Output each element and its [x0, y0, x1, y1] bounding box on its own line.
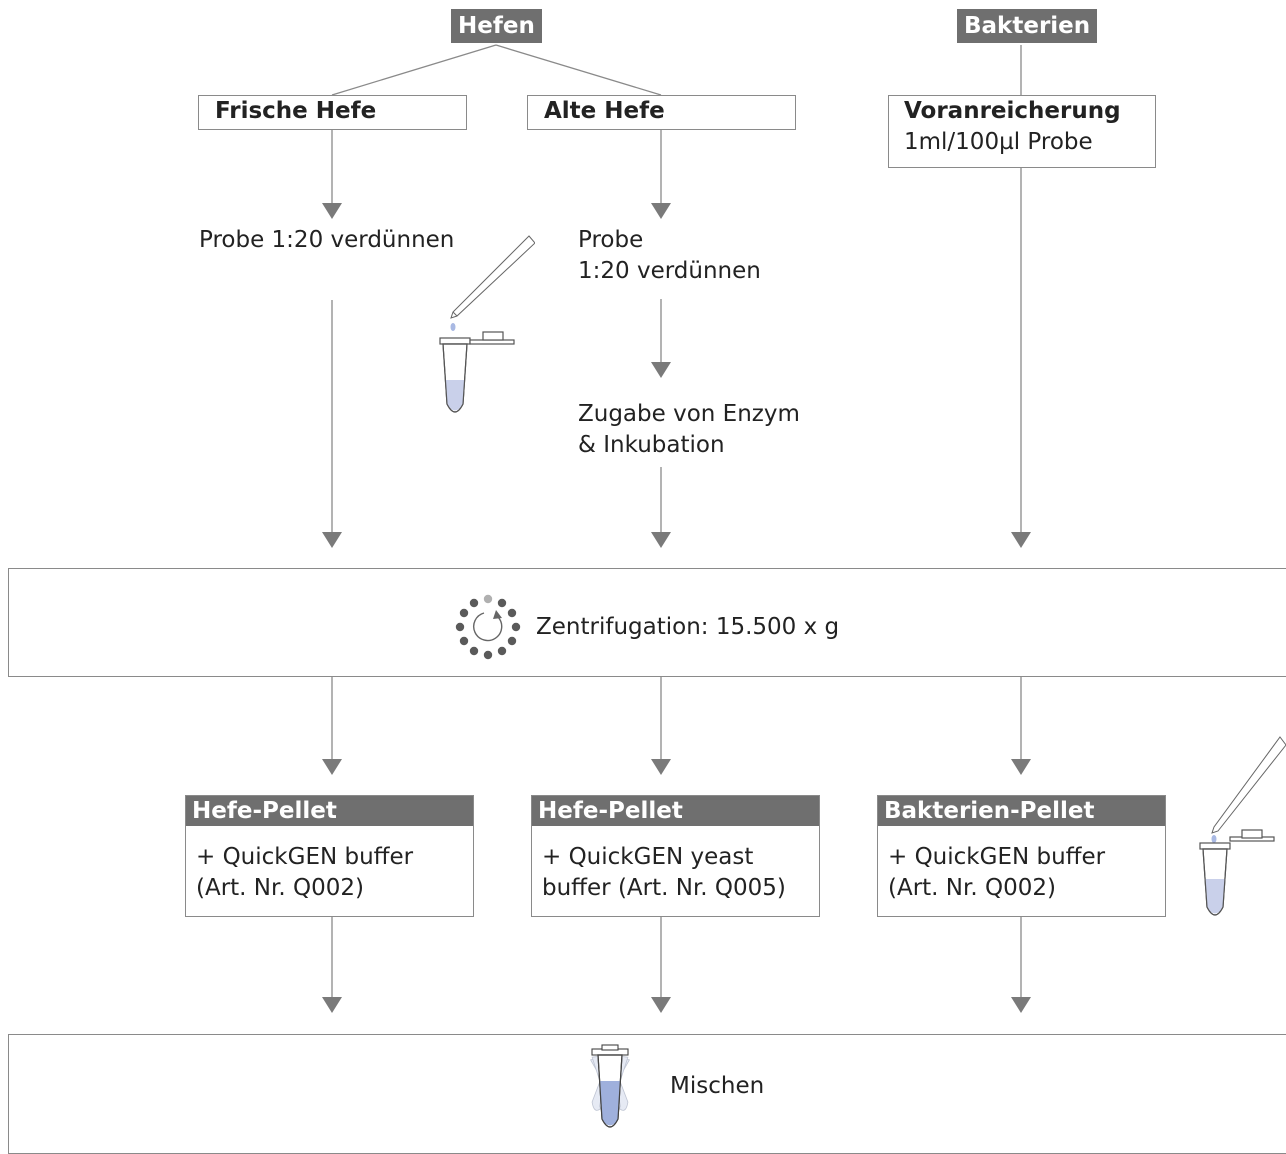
pellet-buffer-line2: buffer (Art. Nr. Q005): [542, 875, 786, 901]
old-yeast-label: Alte Hefe: [544, 98, 665, 124]
bacteria-pellet-box: Bakterien-Pellet + QuickGEN buffer (Art.…: [877, 795, 1166, 917]
pellet-buffer-line2: (Art. Nr. Q002): [888, 875, 1056, 901]
pellet-buffer-line1: + QuickGEN yeast: [542, 844, 754, 870]
arrowhead: [651, 362, 671, 378]
yeast-source-tag: Hefen: [451, 9, 542, 43]
arrowhead: [651, 759, 671, 775]
enzyme-step-line2: & Inkubation: [578, 432, 725, 458]
centrifugation-band: [8, 568, 1286, 677]
arrowhead: [322, 532, 342, 548]
yeast-pellet-box-old: Hefe-Pellet + QuickGEN yeast buffer (Art…: [531, 795, 820, 917]
pellet-title: Hefe-Pellet: [532, 796, 819, 826]
arrowhead: [322, 997, 342, 1013]
arrowhead: [1011, 997, 1031, 1013]
old-dilution-step-line1: Probe: [578, 227, 644, 253]
pipette-tube-icon: [439, 235, 535, 413]
bacteria-source-tag: Bakterien: [957, 9, 1098, 43]
enrichment-detail: 1ml/100µl Probe: [904, 129, 1093, 155]
old-dilution-step-line2: 1:20 verdünnen: [578, 258, 761, 284]
enrichment-title: Voranreicherung: [904, 98, 1121, 124]
fresh-yeast-label: Frische Hefe: [215, 98, 377, 124]
split-line-fresh: [331, 44, 497, 96]
arrowhead: [322, 759, 342, 775]
pellet-buffer-line1: + QuickGEN buffer: [888, 844, 1106, 870]
pellet-title: Hefe-Pellet: [186, 796, 473, 826]
mixing-label: Mischen: [670, 1073, 765, 1099]
enzyme-step-line1: Zugabe von Enzym: [578, 401, 800, 427]
arrowhead: [322, 203, 342, 219]
pipette-tube-right-icon: [1199, 736, 1286, 916]
mixing-band: [8, 1034, 1286, 1154]
arrowhead: [1011, 759, 1031, 775]
fresh-yeast-box: Frische Hefe: [198, 95, 467, 130]
pellet-buffer-line1: + QuickGEN buffer: [196, 844, 414, 870]
old-yeast-box: Alte Hefe: [527, 95, 796, 130]
arrowhead: [651, 997, 671, 1013]
enrichment-box: Voranreicherung 1ml/100µl Probe: [888, 95, 1156, 168]
mixing-tube-icon: [589, 1044, 631, 1128]
arrowhead: [651, 532, 671, 548]
yeast-pellet-box-fresh: Hefe-Pellet + QuickGEN buffer (Art. Nr. …: [185, 795, 474, 917]
arrowhead: [651, 203, 671, 219]
pellet-title: Bakterien-Pellet: [878, 796, 1165, 826]
centrifuge-icon: [455, 594, 521, 660]
pellet-buffer-line2: (Art. Nr. Q002): [196, 875, 364, 901]
split-line-old: [495, 44, 662, 96]
arrowhead: [1011, 532, 1031, 548]
fresh-dilution-step: Probe 1:20 verdünnen: [199, 227, 455, 253]
centrifugation-label: Zentrifugation: 15.500 x g: [536, 614, 840, 640]
